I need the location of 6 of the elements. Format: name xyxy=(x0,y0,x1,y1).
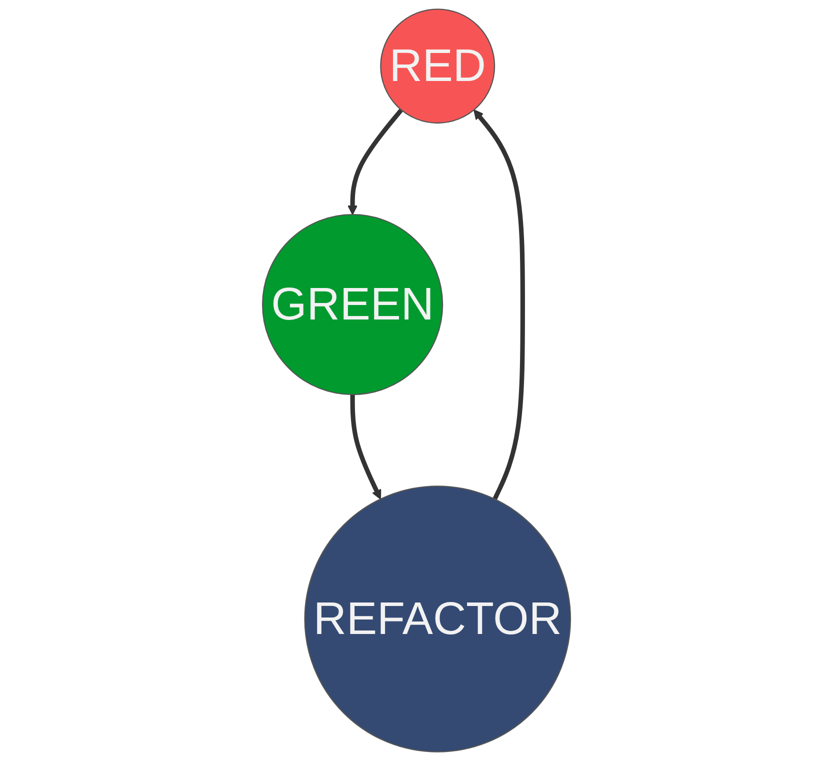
arrow xyxy=(473,109,525,500)
node-circle: REFACTOR xyxy=(304,486,572,752)
arrow xyxy=(350,394,382,500)
node-circle: GREEN xyxy=(262,214,444,396)
arrow xyxy=(348,108,404,216)
node-circle: RED xyxy=(380,8,496,124)
